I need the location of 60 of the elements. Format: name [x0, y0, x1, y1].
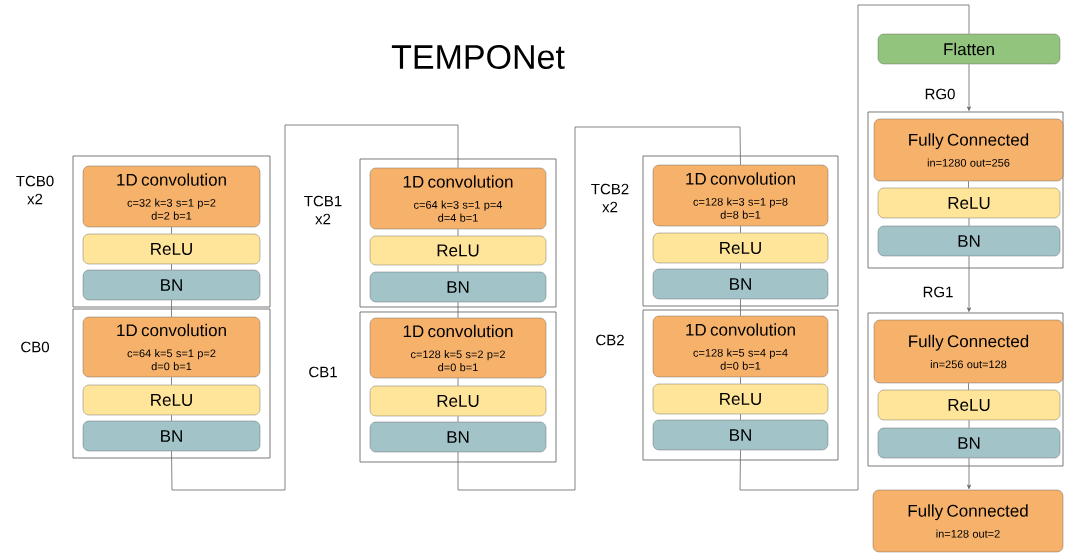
layer-box: ReLU	[82, 233, 261, 265]
layer-box: ReLU	[877, 389, 1061, 421]
connector	[967, 255, 971, 312]
layer-box: BN	[877, 427, 1061, 459]
connector	[171, 226, 172, 235]
connector	[457, 377, 459, 387]
layer-box: BN	[369, 421, 547, 453]
connector	[457, 264, 459, 273]
connector	[457, 126, 741, 491]
connector	[967, 457, 971, 490]
block-label: RG1	[923, 286, 953, 298]
connector	[171, 299, 172, 318]
block-label: RG0	[925, 88, 955, 100]
connector	[171, 376, 172, 386]
layer-box: Fully Connected in=256 out=128	[873, 319, 1064, 384]
connector	[171, 414, 172, 422]
layer-box: ReLU	[369, 385, 547, 417]
block-label: TCB2 x2	[591, 183, 629, 213]
layer-box: 1D convolution c=128 k=3 s=1 p=8 d=8 b=1	[652, 164, 829, 227]
block-label: CB1	[309, 366, 337, 378]
layer-box: ReLU	[877, 187, 1061, 219]
layer-box: Fully Connected in=1280 out=256	[873, 118, 1064, 182]
connector	[457, 301, 459, 319]
layer-box: ReLU	[652, 383, 829, 415]
connector	[740, 298, 741, 317]
layer-box: Flatten	[877, 33, 1061, 65]
connector	[457, 415, 459, 423]
layer-box: BN	[82, 269, 261, 301]
connector	[740, 413, 741, 421]
title: TEMPONet	[391, 44, 565, 70]
block-label: TCB1 x2	[304, 195, 342, 225]
connector	[171, 263, 172, 271]
layer-box: BN	[82, 420, 261, 452]
block-label: TCB0 x2	[16, 175, 54, 205]
connector	[171, 124, 459, 491]
layer-box: BN	[369, 271, 547, 303]
block-label: CB2	[596, 334, 624, 346]
connector	[457, 228, 459, 237]
connector	[740, 262, 741, 270]
layer-box: 1D convolution c=128 k=5 s=2 p=2 d=0 b=1	[369, 317, 547, 379]
block-label: CB0	[21, 341, 49, 353]
layer-box: Fully Connected in=128 out=2	[872, 489, 1064, 553]
connector	[967, 63, 971, 111]
connector	[968, 382, 969, 391]
layer-box: BN	[877, 225, 1061, 257]
layer-box: ReLU	[652, 232, 829, 264]
layer-box: 1D convolution c=128 k=5 s=4 p=4 d=0 b=1	[652, 315, 829, 378]
layer-box: 1D convolution c=64 k=5 s=1 p=2 d=0 b=1	[82, 316, 261, 378]
layer-box: 1D convolution c=32 k=3 s=1 p=2 d=2 b=1	[82, 165, 261, 228]
layer-box: BN	[652, 419, 829, 451]
connector	[968, 419, 970, 429]
connector	[968, 217, 970, 227]
connector	[740, 376, 741, 385]
layer-box: BN	[652, 268, 829, 300]
connector	[968, 180, 969, 189]
connector	[740, 225, 741, 234]
layer-box: ReLU	[369, 235, 547, 266]
layer-box: 1D convolution c=64 k=3 s=1 p=4 d=4 b=1	[369, 167, 547, 230]
connector	[739, 4, 970, 491]
layer-box: ReLU	[82, 384, 261, 416]
